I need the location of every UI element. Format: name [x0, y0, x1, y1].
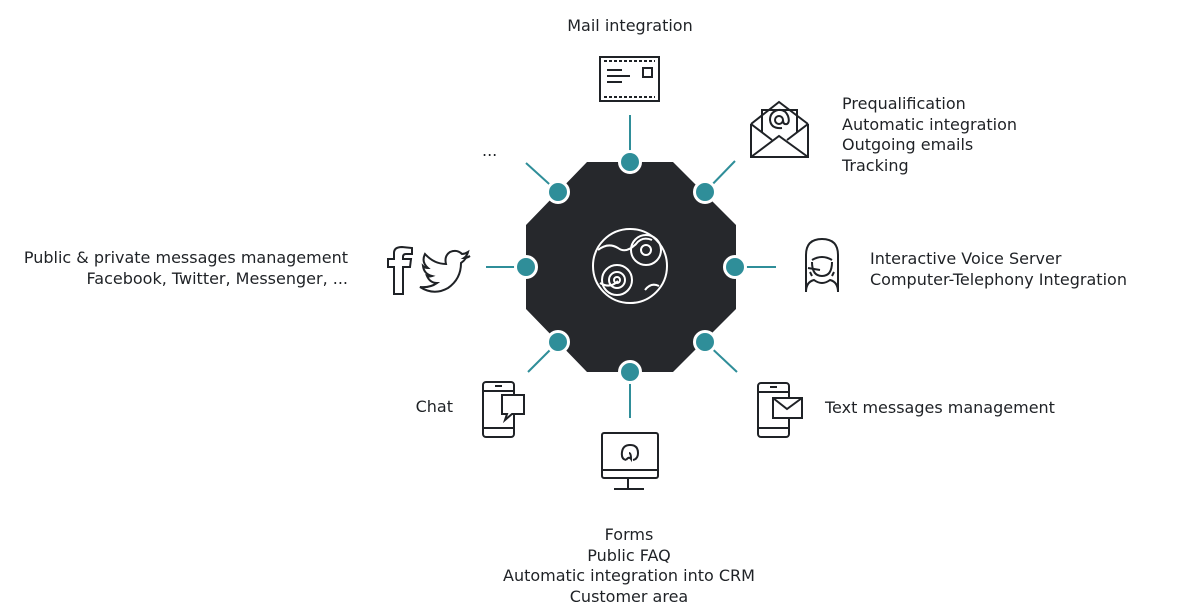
node-mail — [618, 150, 642, 174]
label-line: ... — [482, 141, 498, 160]
node-social — [514, 255, 538, 279]
label-chat: Chat — [380, 397, 453, 418]
label-line: Forms — [604, 525, 654, 544]
gears-globe-icon — [592, 228, 668, 304]
label-line: Public & private messages management — [23, 248, 348, 267]
node-forms — [618, 360, 642, 384]
label-line: Automatic integration — [842, 114, 1018, 134]
label-line: Text messages management — [825, 398, 1055, 417]
label-voice: Interactive Voice Server Computer-Teleph… — [870, 249, 1127, 290]
call-center-agent-icon — [805, 237, 839, 293]
phone-message-icon — [757, 382, 803, 438]
label-line: Public FAQ — [587, 545, 671, 565]
monitor-at-icon — [601, 432, 659, 490]
label-line: Tracking — [842, 155, 909, 175]
twitter-icon — [419, 249, 471, 293]
phone-chat-icon — [482, 381, 525, 438]
label-line: Prequalification — [842, 94, 966, 113]
label-social: Public & private messages management Fac… — [20, 248, 348, 289]
label-line: Customer area — [569, 586, 689, 606]
letter-icon — [599, 56, 660, 102]
node-chat — [546, 330, 570, 354]
node-voice — [723, 255, 747, 279]
open-envelope-at-icon — [750, 100, 809, 158]
facebook-twitter-icon — [387, 245, 471, 295]
label-sms: Text messages management — [825, 398, 1055, 419]
label-line: Outgoing emails — [842, 135, 974, 154]
hub-octagon — [526, 162, 736, 372]
node-email — [693, 180, 717, 204]
label-email: Prequalification Automatic integration O… — [842, 94, 1017, 176]
label-line: Facebook, Twitter, Messenger, ... — [86, 268, 348, 288]
label-line: Computer-Telephony Integration — [870, 269, 1127, 289]
label-mail: Mail integration — [555, 16, 705, 37]
facebook-icon — [387, 245, 413, 295]
node-other — [546, 180, 570, 204]
label-other: ... — [482, 141, 497, 162]
label-line: Chat — [415, 397, 453, 416]
label-line: Interactive Voice Server — [870, 249, 1062, 268]
label-forms: Forms Public FAQ Automatic integration i… — [480, 525, 778, 607]
node-sms — [693, 330, 717, 354]
label-line: Automatic integration into CRM — [503, 566, 755, 585]
label-line: Mail integration — [567, 16, 693, 35]
